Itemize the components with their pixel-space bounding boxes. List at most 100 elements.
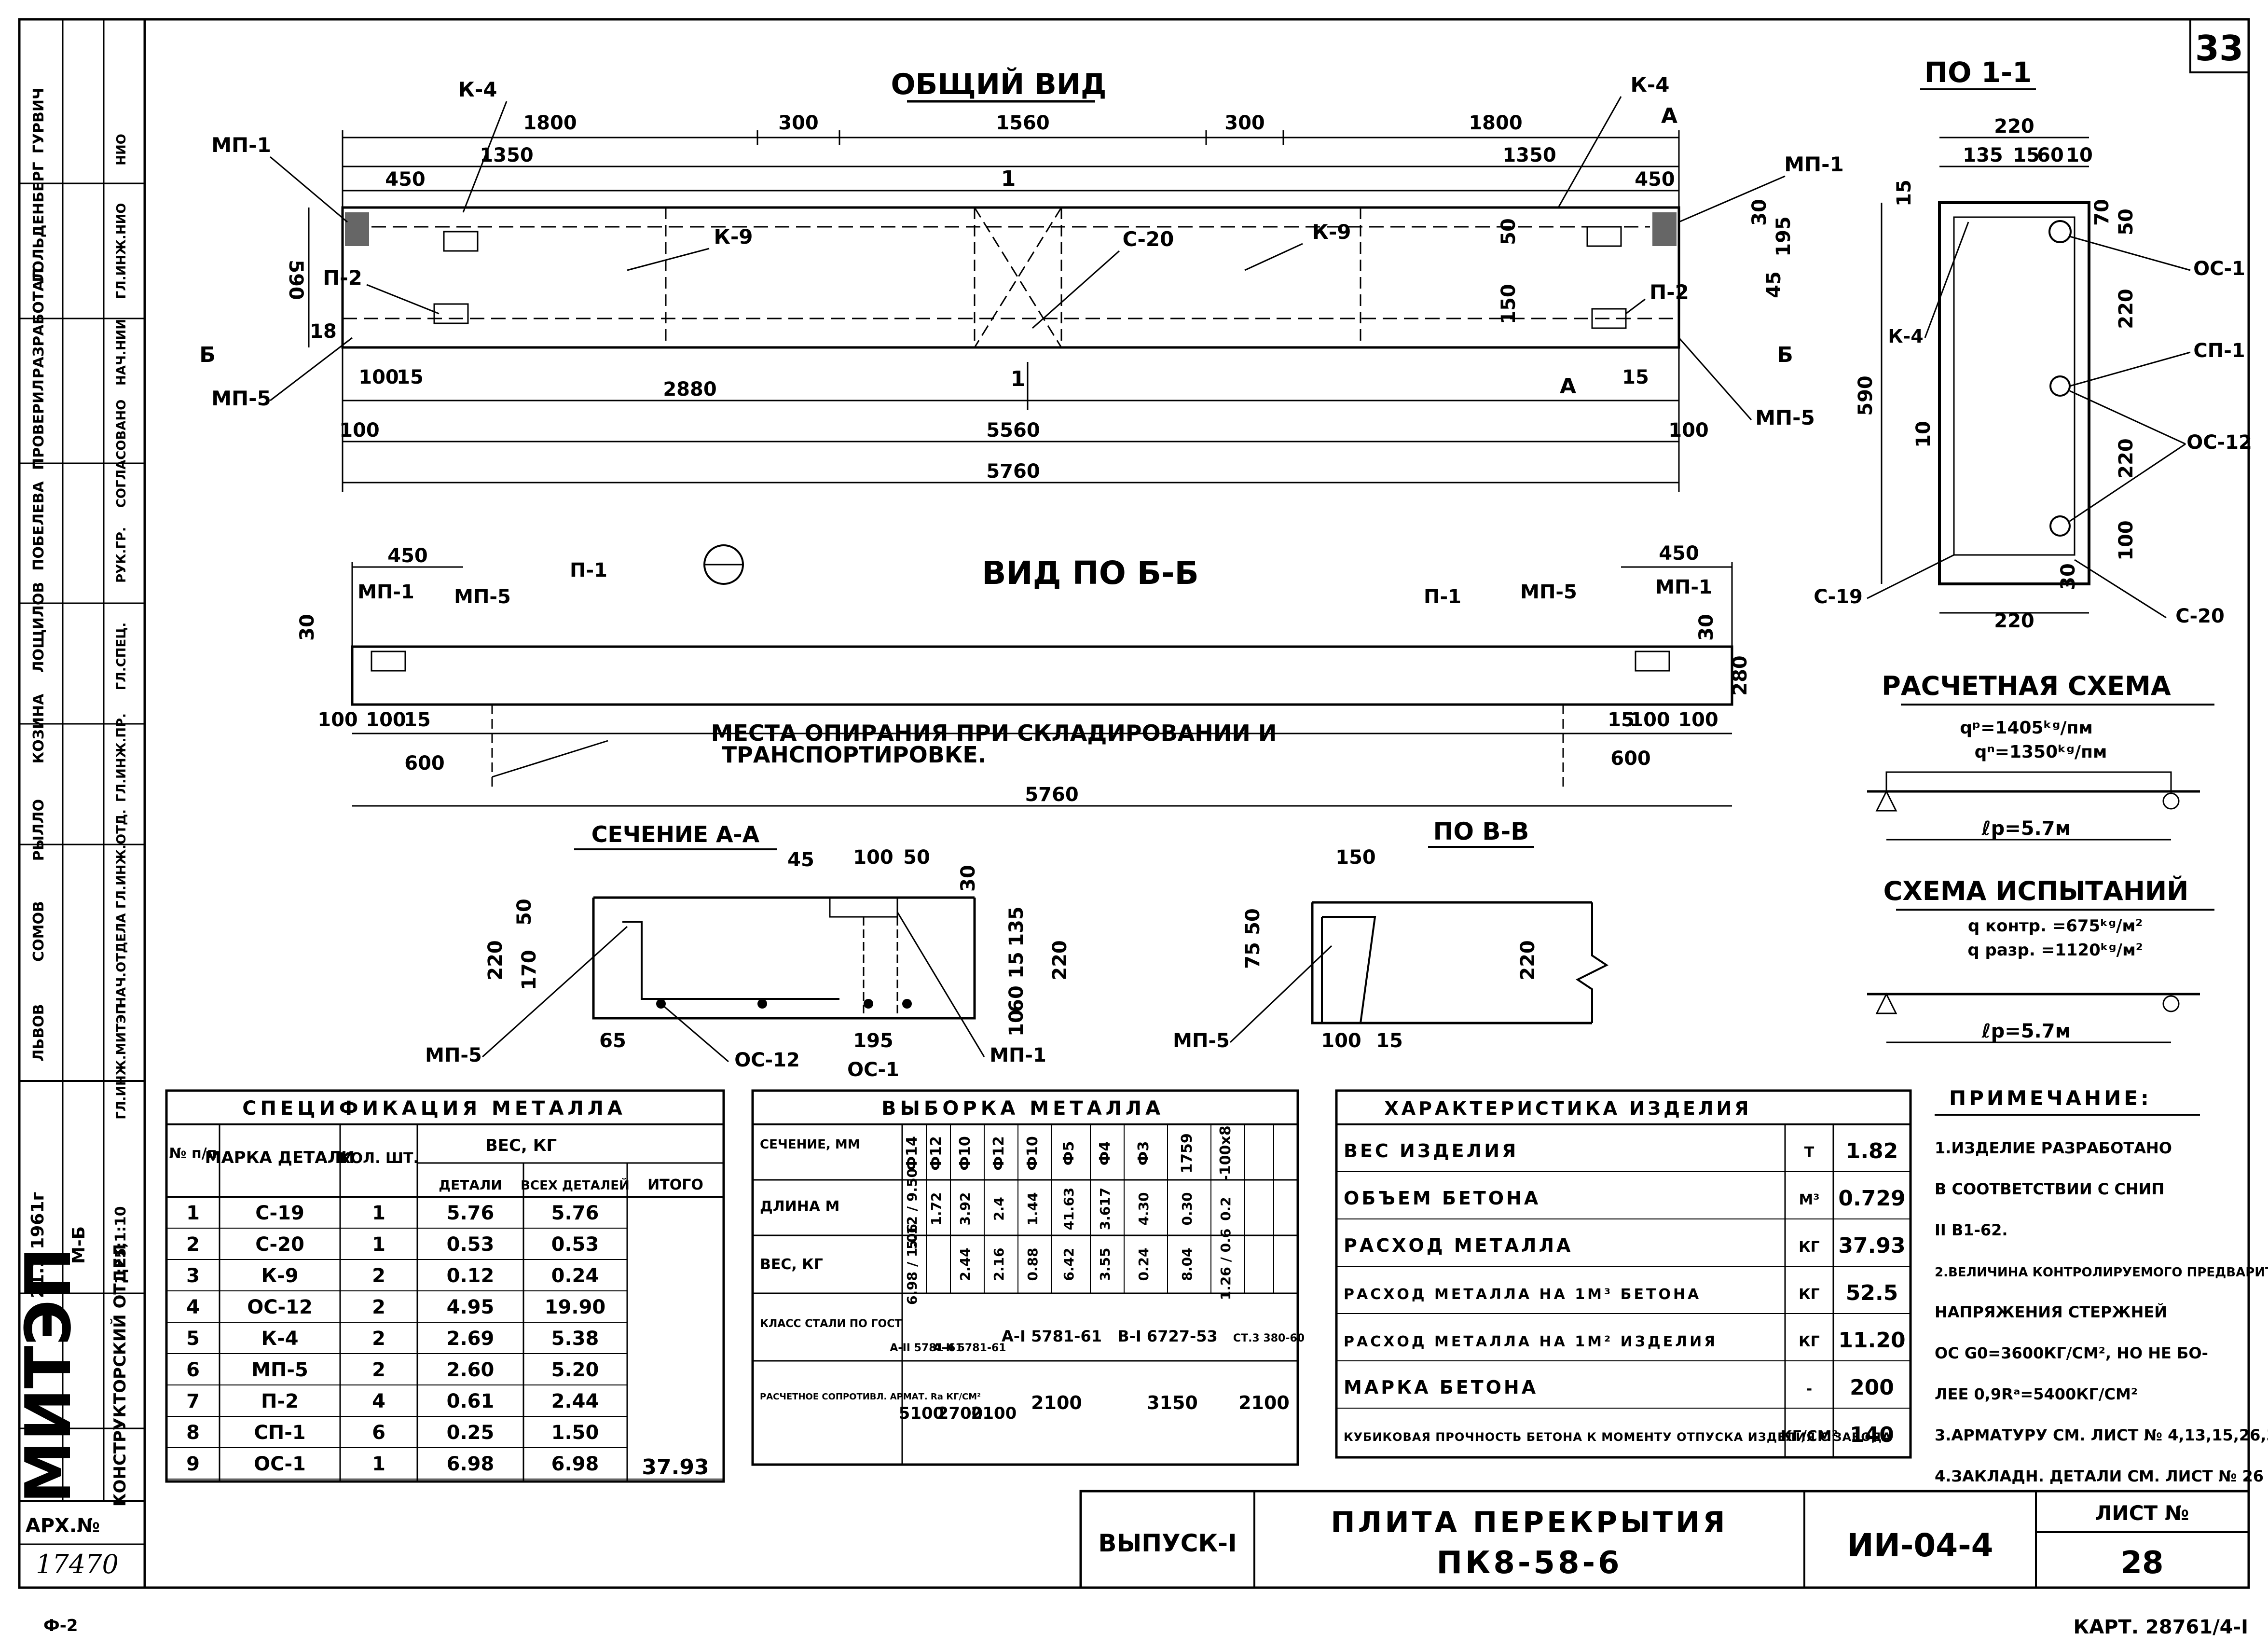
dim: 150 — [1498, 284, 1520, 324]
test-q-break: q разр. =1120ᵏᵍ/м² — [1967, 941, 2143, 960]
spec-cell: 6.98 — [551, 1453, 599, 1475]
note-line: НАПРЯЖЕНИЯ СТЕРЖНЕЙ — [1935, 1303, 2167, 1321]
label-p2: П-2 — [323, 266, 362, 290]
dim: 10 — [1005, 1010, 1028, 1037]
sel-weight: 6.42 — [1061, 1247, 1077, 1281]
dim: 100 — [358, 366, 399, 388]
dim: 450 — [387, 545, 428, 567]
section-1-1: ПО 1-1 590 220 135 15 60 10 15 70 50 220… — [1814, 56, 2252, 632]
sel-section: Ф14 — [904, 1136, 921, 1171]
section-mark-a: А — [1661, 104, 1677, 128]
label-mp5: МП-5 — [454, 586, 511, 608]
dim: 15 — [1608, 709, 1635, 731]
stamp-date: 21.3 1961г — [28, 1192, 48, 1298]
char-label: КУБИКОВАЯ ПРОЧНОСТЬ БЕТОНА К МОМЕНТУ ОТП… — [1344, 1430, 1892, 1444]
spec-cell: ОС-12 — [247, 1296, 313, 1318]
dim: 450 — [1635, 168, 1675, 191]
spec-cell: 0.53 — [447, 1233, 495, 1256]
sel-length: 1.44 — [1025, 1192, 1041, 1225]
dim: 50 — [2115, 208, 2137, 235]
spec-cell: 0.24 — [551, 1265, 599, 1287]
stamp-role: ГЛ.ИНЖ.ОТД. — [114, 809, 129, 909]
sel-resistance: 2700 — [937, 1404, 983, 1423]
dim: 100 — [1668, 419, 1709, 442]
dim: 590 — [1855, 375, 1877, 416]
arch-no: 17470 — [36, 1549, 119, 1579]
section-11-outline — [1938, 201, 2090, 585]
sel-length: 2.4 — [991, 1197, 1007, 1221]
spec-cell: 5.38 — [551, 1328, 599, 1350]
label-oc1: ОС-1 — [847, 1059, 899, 1081]
stamp-scale: 1:25;1:10 — [112, 1206, 129, 1284]
char-unit: Т — [1804, 1144, 1814, 1161]
dim: 100 — [1321, 1030, 1361, 1052]
label-mp1: МП-1 — [990, 1044, 1046, 1066]
sel-section: Ф10 — [957, 1136, 974, 1171]
sel-row-label: КЛАСС СТАЛИ ПО ГОСТ — [760, 1318, 902, 1330]
dim: 15 — [404, 709, 431, 731]
sheet-number: 33 — [2195, 28, 2243, 69]
support-note-line1: МЕСТА ОПИРАНИЯ ПРИ СКЛАДИРОВАНИИ И — [711, 720, 1277, 746]
label-oc12: ОС-12 — [734, 1049, 800, 1071]
view-b: ВИД ПО Б-Б 450 450 30 30 280 100 100 15 … — [296, 542, 1751, 807]
spec-cell: 0.61 — [447, 1390, 495, 1412]
char-value: 37.93 — [1838, 1233, 1905, 1258]
spec-cell: 1.50 — [551, 1422, 599, 1444]
title-sheet-no: 28 — [2120, 1545, 2163, 1581]
sel-row-label: РАСЧЕТНОЕ СОПРОТИВЛ. АРМАТ. Ra КГ/СМ² — [760, 1392, 981, 1402]
sel-weight: 6.98 / 1.06 — [904, 1224, 920, 1305]
dim: 300 — [1224, 112, 1265, 134]
spec-cell: 1 — [186, 1202, 200, 1224]
spec-cell: 6 — [372, 1422, 385, 1444]
stamp-role: НИО — [114, 134, 129, 166]
sel-row-label: ВЕС, КГ — [760, 1256, 823, 1273]
dim: 220 — [1049, 940, 1071, 981]
org-dept: КОНСТРУКТОРСКИЙ ОТДЕЛ — [110, 1244, 130, 1507]
section-11-title: ПО 1-1 — [1924, 56, 2032, 89]
section-mark-b: Б — [199, 343, 216, 367]
sel-weight: 0.88 — [1025, 1247, 1041, 1281]
char-unit: КГ — [1799, 1286, 1820, 1303]
sel-weight: 2.44 — [957, 1247, 973, 1281]
dim: 60 — [1005, 985, 1028, 1012]
spec-cell: П-2 — [261, 1390, 299, 1412]
title-code: ИИ-04-4 — [1847, 1527, 1993, 1564]
sel-resistance: 2100 — [1031, 1392, 1082, 1413]
sel-resistance: 5100 — [899, 1404, 945, 1423]
dim: 220 — [1517, 940, 1539, 981]
label-mp1: МП-1 — [211, 133, 271, 157]
spec-cell: 2.44 — [551, 1390, 599, 1412]
dim: 1800 — [1469, 112, 1522, 134]
dim: 15 — [1622, 366, 1649, 388]
label-mp5: МП-5 — [1173, 1030, 1230, 1052]
sel-length: 4.30 — [1136, 1192, 1152, 1225]
stamp-name: ГУРВИЧ — [30, 88, 47, 153]
char-value: 200 — [1850, 1375, 1894, 1400]
stamp-role: РУК.ГР. — [114, 527, 129, 583]
spec-cell: 5.76 — [551, 1202, 599, 1224]
sel-resistance: 3150 — [1147, 1392, 1198, 1413]
spec-cell: 2.60 — [447, 1359, 495, 1381]
spec-cell: 4.95 — [447, 1296, 495, 1318]
sel-section: Ф12 — [990, 1136, 1007, 1171]
stamp-role: НАЧ.НИИ — [114, 319, 129, 386]
dim: 5760 — [1025, 784, 1078, 806]
section-a-a: СЕЧЕНИЕ А-А 45 100 50 30 50 220 170 135 … — [425, 821, 1071, 1081]
dim: 18 — [310, 320, 337, 343]
sel-length: 1.72 — [928, 1192, 944, 1225]
char-unit: М³ — [1799, 1191, 1820, 1208]
spec-cell: С-20 — [255, 1233, 304, 1256]
spec-table: СПЕЦИФИКАЦИЯ МЕТАЛЛА № п/п МАРКА ДЕТАЛИ … — [165, 1089, 725, 1483]
dim: 280 — [1729, 655, 1751, 696]
dim: 220 — [1994, 610, 2034, 632]
sel-weight: 0.24 — [1136, 1247, 1152, 1281]
dim: 15 — [2013, 144, 2040, 166]
title-name-line2: ПК8-58-6 — [1436, 1545, 1622, 1581]
dim: 220 — [2115, 438, 2137, 479]
sel-class: А-II 5781-61 — [933, 1342, 1006, 1354]
calc-q-p: qᵖ=1405ᵏᵍ/пм — [1960, 718, 2093, 738]
char-value: 1.82 — [1846, 1139, 1898, 1163]
spec-cell: С-19 — [255, 1202, 304, 1224]
